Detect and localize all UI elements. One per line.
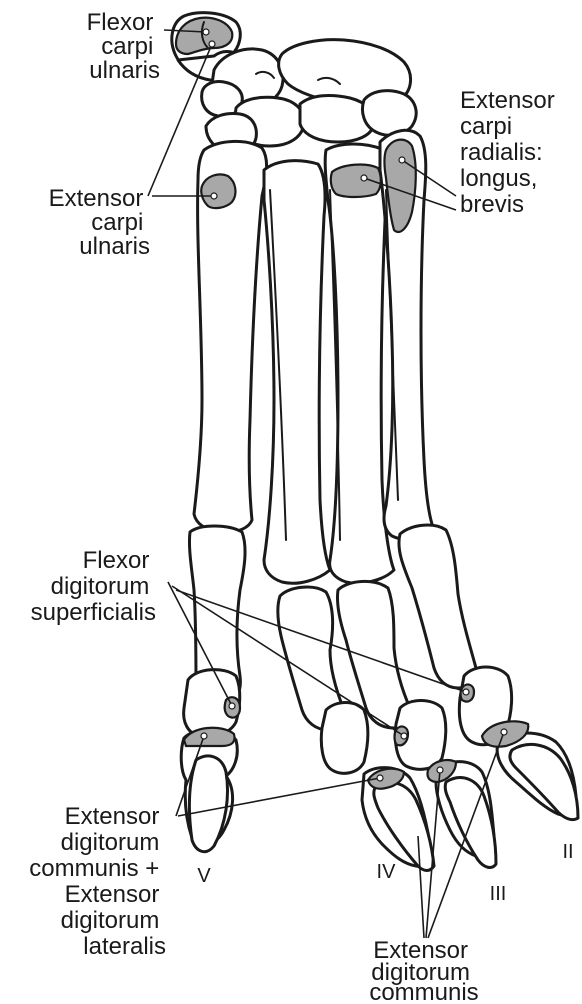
- ecr-line-4: longus,: [460, 165, 537, 192]
- fds-line-3: superficialis: [31, 599, 156, 626]
- label-extensor-carpi-ulnaris: Extensor carpi ulnaris: [49, 185, 150, 260]
- label-extensor-digitorum-communis-lateralis: Extensor digitorum communis + Extensor d…: [29, 803, 166, 960]
- ecr-line-3: radialis:: [460, 139, 543, 166]
- label-flexor-carpi-ulnaris: Flexor carpi ulnaris: [87, 9, 160, 84]
- label-flexor-digitorum-superficialis: Flexor digitorum superficialis: [31, 547, 156, 626]
- metacarpal-iv: [264, 161, 330, 584]
- phalanges-digit-v: [181, 526, 245, 852]
- edcl-line-4: Extensor: [65, 881, 160, 908]
- ecr-line-2: carpi: [460, 113, 512, 140]
- edcl-line-3: communis +: [29, 855, 159, 882]
- label-extensor-carpi-radialis: Extensor carpi radialis: longus, brevis: [460, 87, 561, 218]
- edcl-line-1: Extensor: [65, 803, 160, 830]
- edcl-line-5: digitorum: [61, 907, 160, 934]
- proximal-phalanx-ii: [399, 525, 476, 688]
- ecu-line-1: Extensor: [49, 185, 144, 212]
- digit-label-ii: II: [562, 841, 573, 863]
- fds-line-2: digitorum: [51, 573, 150, 600]
- claw-v: [189, 756, 227, 852]
- carpal-bone-second: [363, 91, 417, 136]
- fcu-line-3: ulnaris: [89, 57, 160, 84]
- digit-label-iv: IV: [377, 861, 397, 883]
- edcl-line-6: lateralis: [83, 933, 166, 960]
- digit-label-v: V: [197, 865, 211, 887]
- ecu-line-3: ulnaris: [79, 233, 150, 260]
- fds-line-1: Flexor: [83, 547, 150, 574]
- fcu-line-1: Flexor: [87, 9, 154, 36]
- ecu-line-2: carpi: [91, 209, 143, 236]
- fcu-line-2: carpi: [101, 33, 153, 60]
- digit-label-iii: III: [490, 883, 507, 905]
- label-extensor-digitorum-communis: Extensor digitorum communis: [369, 937, 478, 1004]
- middle-phalanx-iv: [321, 703, 367, 774]
- edcl-line-2: digitorum: [61, 829, 160, 856]
- ecr-line-5: brevis: [460, 191, 524, 218]
- edc-line-3: communis: [369, 979, 478, 1004]
- ecr-line-1: Extensor: [460, 87, 555, 114]
- attachment-extensor-carpi-ulnaris: [201, 174, 235, 208]
